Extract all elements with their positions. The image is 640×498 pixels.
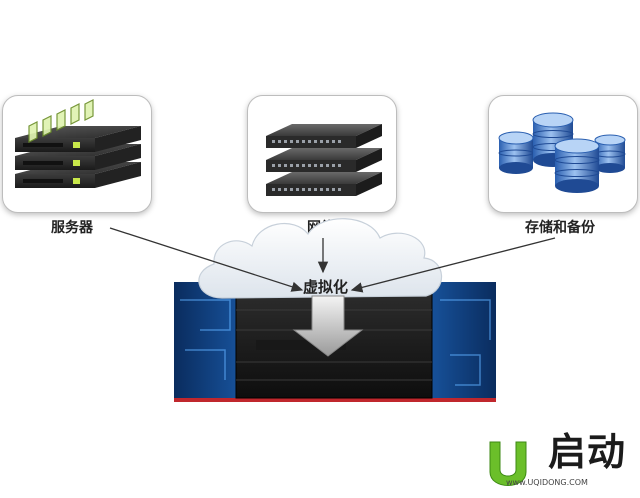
storage-arrow — [350, 237, 556, 293]
storage-card — [488, 95, 638, 213]
virtualization-label: 虚拟化 — [303, 278, 349, 296]
servers-arrow — [109, 227, 304, 292]
network-card — [247, 95, 397, 213]
server-rack-icon — [15, 99, 141, 188]
logo-url: www.UQIDONG.COM — [506, 478, 588, 487]
down-arrow-icon — [292, 295, 364, 357]
cloud-icon — [198, 218, 443, 299]
servers-label: 服务器 — [51, 220, 93, 236]
servers-card — [2, 95, 152, 213]
storage-label: 存储和备份 — [525, 220, 595, 236]
network-switch-icon — [266, 124, 382, 196]
database-stack-icon — [498, 112, 626, 193]
logo-name: 启动 — [548, 430, 627, 474]
logo-u-mark — [489, 441, 527, 486]
